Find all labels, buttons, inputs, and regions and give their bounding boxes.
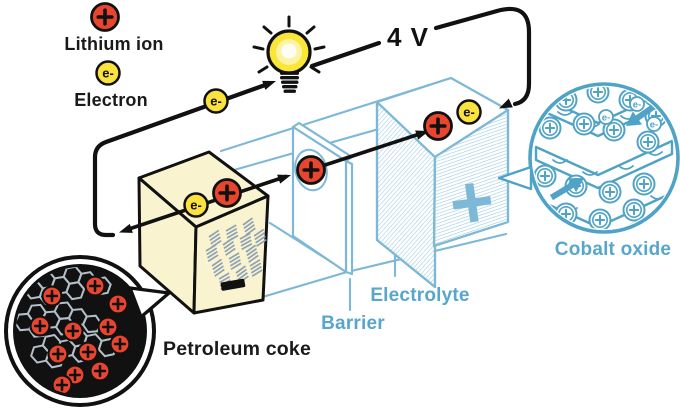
lithium-ion-anode [211,177,243,209]
lithium-ion-marker [89,1,121,33]
electron-on-wire: e- [203,88,229,114]
svg-text:e-: e- [650,120,658,131]
petroleum-coke-label: Petroleum coke [163,338,311,360]
circuit-wire [92,6,532,238]
barrier-label: Barrier [321,313,385,334]
cobalt-oxide-pointer [497,165,533,191]
barrier-slab [291,121,354,276]
petroleum-coke-pointer [128,286,171,319]
petroleum-coke-inset [4,255,171,407]
svg-text:e-: e- [210,94,222,109]
cobalt-oxide-inset: e- e- e- [497,82,680,234]
electron-label: Electron [74,90,148,110]
electrolyte-label: Electrolyte [370,285,469,306]
electron-anode: e- [183,192,209,218]
voltage-label: 4 V [387,22,429,52]
electrons-in-oxide: e- e- e- [598,96,662,132]
svg-text:e-: e- [190,198,202,213]
bulb-screw-base [280,71,299,93]
svg-text:e-: e- [463,105,475,120]
cobalt-oxide-label: Cobalt oxide [555,239,671,260]
lithium-ion-cathode [422,110,454,142]
cathode-box: + [375,76,510,289]
light-bulb-icon [252,15,326,93]
lithium-ion-label: Lithium ion [64,34,163,54]
lithium-ion-barrier [295,154,327,186]
svg-text:e-: e- [102,66,114,81]
particles: e- e- e- e- [89,1,482,218]
svg-text:e-: e- [633,100,641,111]
electron-marker: e- [95,60,121,86]
svg-text:e-: e- [602,113,610,124]
minus-terminal [220,278,246,291]
electron-cathode: e- [456,99,482,125]
